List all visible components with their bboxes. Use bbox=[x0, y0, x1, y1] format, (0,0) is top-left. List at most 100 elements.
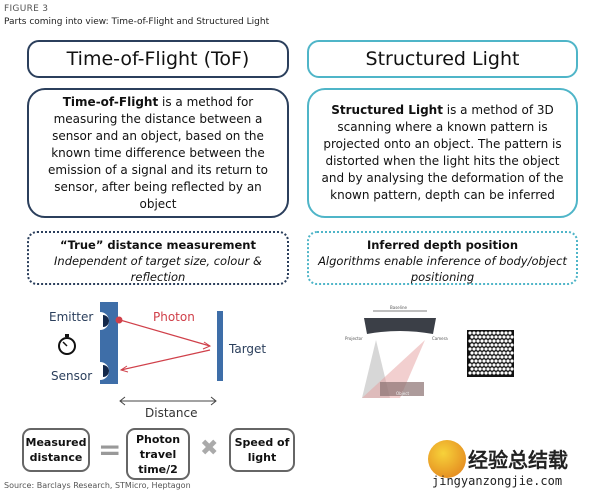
pattern-dot bbox=[496, 339, 500, 343]
tof-feature-desc: Independent of target size, colour & ref… bbox=[54, 254, 262, 284]
measured-distance-box: Measured distance bbox=[22, 428, 90, 472]
sensor-label: Sensor bbox=[51, 369, 93, 383]
photon-out-arrow bbox=[119, 319, 211, 347]
pattern-dot bbox=[504, 339, 508, 343]
pattern-dot bbox=[510, 359, 514, 363]
pattern-dot bbox=[468, 339, 472, 343]
pattern-dot bbox=[500, 363, 504, 367]
pattern-dot bbox=[494, 359, 498, 363]
pattern-dot bbox=[474, 351, 478, 355]
pattern-dot bbox=[502, 351, 506, 355]
pattern-dot bbox=[490, 359, 494, 363]
pattern-dot bbox=[474, 343, 478, 347]
pattern-dot bbox=[504, 371, 508, 375]
tof-title: Time-of-Flight (ToF) bbox=[66, 48, 250, 70]
pattern-dot bbox=[500, 371, 504, 375]
pattern-dot bbox=[474, 335, 478, 339]
pattern-dot bbox=[480, 363, 484, 367]
pattern-dot bbox=[490, 343, 494, 347]
multiply-icon: ✖ bbox=[200, 436, 219, 461]
pattern-dot bbox=[484, 347, 488, 351]
tof-diagram bbox=[58, 302, 223, 406]
pattern-dot bbox=[468, 347, 472, 351]
sl-title: Structured Light bbox=[365, 48, 520, 70]
pattern-dot bbox=[478, 335, 482, 339]
pattern-dot bbox=[484, 331, 488, 335]
pattern-dot bbox=[506, 351, 510, 355]
pattern-dot bbox=[508, 355, 512, 359]
baseline-label: Baseline bbox=[390, 305, 407, 310]
equals-sign: = bbox=[98, 433, 122, 466]
pattern-dot bbox=[510, 351, 514, 355]
pattern-dot bbox=[470, 351, 474, 355]
pattern-dot bbox=[508, 371, 512, 375]
pattern-dot bbox=[476, 347, 480, 351]
pattern-dot bbox=[482, 367, 486, 371]
pattern-dot bbox=[470, 343, 474, 347]
source-note: Source: Barclays Research, STMicro, Hept… bbox=[4, 481, 191, 490]
watermark-text: 经验总结载 bbox=[468, 448, 568, 472]
pattern-dot bbox=[498, 367, 502, 371]
object-label: Object bbox=[396, 391, 410, 396]
pattern-dot bbox=[492, 339, 496, 343]
pattern-dot bbox=[478, 343, 482, 347]
tof-description: Time-of-Flight is a method for measuring… bbox=[27, 88, 289, 218]
pattern-dot bbox=[476, 355, 480, 359]
scanner-bar bbox=[364, 318, 436, 334]
pattern-dot bbox=[492, 331, 496, 335]
structured-light-diagram bbox=[362, 310, 514, 398]
pattern-dot bbox=[476, 371, 480, 375]
pattern-dot bbox=[500, 355, 504, 359]
pattern-dot bbox=[504, 331, 508, 335]
pattern-dot bbox=[480, 331, 484, 335]
projector-label: Projector bbox=[345, 336, 363, 341]
pattern-dot bbox=[484, 355, 488, 359]
pattern-dot bbox=[482, 335, 486, 339]
pattern-dot bbox=[472, 347, 476, 351]
pattern-dot bbox=[504, 363, 508, 367]
photon-dot bbox=[115, 316, 123, 324]
pattern-dot bbox=[494, 335, 498, 339]
target-label: Target bbox=[229, 342, 267, 356]
pattern-dot bbox=[472, 363, 476, 367]
pattern-dot bbox=[480, 339, 484, 343]
tof-title-box: Time-of-Flight (ToF) bbox=[27, 40, 289, 78]
pattern-dot bbox=[506, 367, 510, 371]
pattern-dot bbox=[492, 363, 496, 367]
pattern-dot bbox=[472, 371, 476, 375]
pattern-dot bbox=[506, 343, 510, 347]
pattern-dot bbox=[480, 347, 484, 351]
pattern-dot bbox=[490, 367, 494, 371]
figure-subtitle: Parts coming into view: Time-of-Flight a… bbox=[4, 17, 270, 27]
camera-label: Camera bbox=[432, 336, 448, 341]
pattern-dot bbox=[502, 359, 506, 363]
pattern-dot bbox=[488, 363, 492, 367]
pattern-dot bbox=[502, 335, 506, 339]
pattern-dot bbox=[508, 331, 512, 335]
photon-label: Photon bbox=[153, 310, 195, 324]
pattern-dot bbox=[500, 347, 504, 351]
pattern-dot bbox=[482, 343, 486, 347]
pattern-dot bbox=[468, 371, 472, 375]
pattern-dot bbox=[496, 331, 500, 335]
pattern-dot bbox=[498, 343, 502, 347]
pattern-dot bbox=[504, 355, 508, 359]
emitter-icon bbox=[103, 315, 109, 327]
pattern-dot bbox=[502, 367, 506, 371]
pattern-dot bbox=[486, 359, 490, 363]
pattern-dot bbox=[482, 351, 486, 355]
pattern-dot bbox=[480, 371, 484, 375]
pattern-dot bbox=[500, 331, 504, 335]
tof-desc-text: is a method for measuring the distance b… bbox=[48, 94, 268, 211]
pattern-dot bbox=[476, 363, 480, 367]
pattern-dot bbox=[508, 363, 512, 367]
pattern-dot bbox=[508, 347, 512, 351]
pattern-dot bbox=[486, 351, 490, 355]
sl-title-box: Structured Light bbox=[307, 40, 578, 78]
sl-description: Structured Light is a method of 3D scann… bbox=[307, 88, 578, 218]
pattern-dot bbox=[478, 351, 482, 355]
pattern-dot bbox=[492, 347, 496, 351]
pattern-dot bbox=[490, 335, 494, 339]
pattern-dot bbox=[474, 359, 478, 363]
